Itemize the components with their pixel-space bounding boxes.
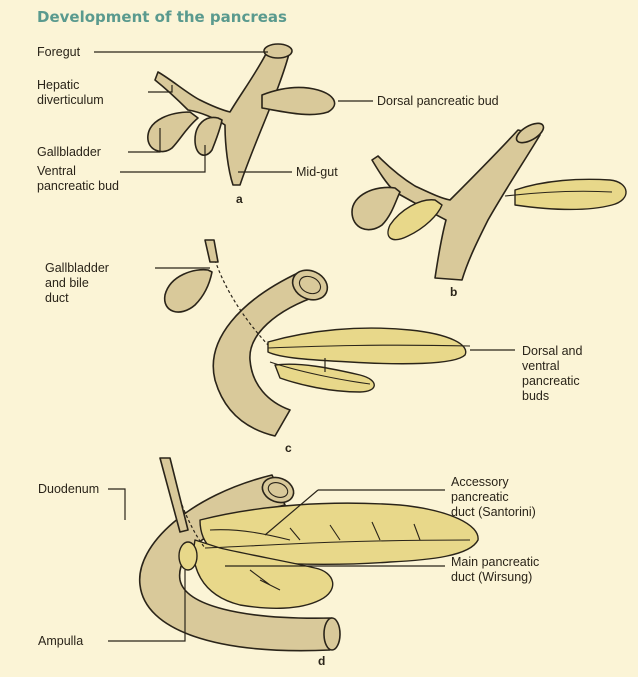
label-dv-line1: Dorsal and bbox=[522, 344, 582, 358]
label-dorsal-bud: Dorsal pancreatic bud bbox=[377, 94, 499, 108]
label-hepatic-line2: diverticulum bbox=[37, 93, 104, 107]
label-gb-bile-line1: Gallbladder bbox=[45, 261, 109, 275]
panel-label-b: b bbox=[450, 285, 457, 299]
panel-c-drawing: Gallbladder and bile duct Dorsal and ven… bbox=[45, 240, 582, 455]
label-accessory-line1: Accessory bbox=[451, 475, 509, 489]
panel-label-c: c bbox=[285, 441, 292, 455]
panel-a-dorsal-bud bbox=[262, 88, 335, 115]
label-foregut: Foregut bbox=[37, 45, 81, 59]
panel-a-ventral-bud bbox=[195, 117, 222, 155]
panel-label-a: a bbox=[236, 192, 243, 206]
panel-d-duodenum-leader bbox=[108, 489, 125, 520]
panel-d-ampulla bbox=[179, 542, 197, 570]
panel-b-dorsal-bud bbox=[515, 179, 626, 209]
label-accessory-line2: pancreatic bbox=[451, 490, 509, 504]
label-dv-line3: pancreatic bbox=[522, 374, 580, 388]
label-main-line1: Main pancreatic bbox=[451, 555, 539, 569]
label-gb-bile-line3: duct bbox=[45, 291, 69, 305]
label-accessory-line3: duct (Santorini) bbox=[451, 505, 536, 519]
label-hepatic-line1: Hepatic bbox=[37, 78, 79, 92]
label-ventral-line1: Ventral bbox=[37, 164, 76, 178]
panel-c-gallbladder bbox=[165, 270, 212, 312]
panel-c-bile-duct bbox=[205, 240, 218, 262]
label-gallbladder: Gallbladder bbox=[37, 145, 101, 159]
panel-a-gallbladder bbox=[148, 112, 198, 152]
panel-b-drawing: b bbox=[352, 119, 626, 299]
label-gb-bile-line2: and bile bbox=[45, 276, 89, 290]
label-dv-line2: ventral bbox=[522, 359, 560, 373]
label-main-line2: duct (Wirsung) bbox=[451, 570, 532, 584]
panel-a-foregut-opening bbox=[264, 44, 292, 58]
label-midgut: Mid-gut bbox=[296, 165, 338, 179]
panel-d-drawing: Duodenum Accessory pancreatic duct (Sant… bbox=[38, 458, 539, 668]
panel-d-bile-duct bbox=[160, 458, 188, 532]
panel-a-drawing: Foregut Hepatic diverticulum Dorsal panc… bbox=[37, 44, 499, 206]
label-ventral-line2: pancreatic bud bbox=[37, 179, 119, 193]
label-ampulla: Ampulla bbox=[38, 634, 83, 648]
panel-label-d: d bbox=[318, 654, 325, 668]
label-dv-line4: buds bbox=[522, 389, 549, 403]
label-duodenum: Duodenum bbox=[38, 482, 99, 496]
panel-d-distal-opening bbox=[324, 618, 340, 650]
panel-b-ventral-bud bbox=[388, 200, 442, 240]
